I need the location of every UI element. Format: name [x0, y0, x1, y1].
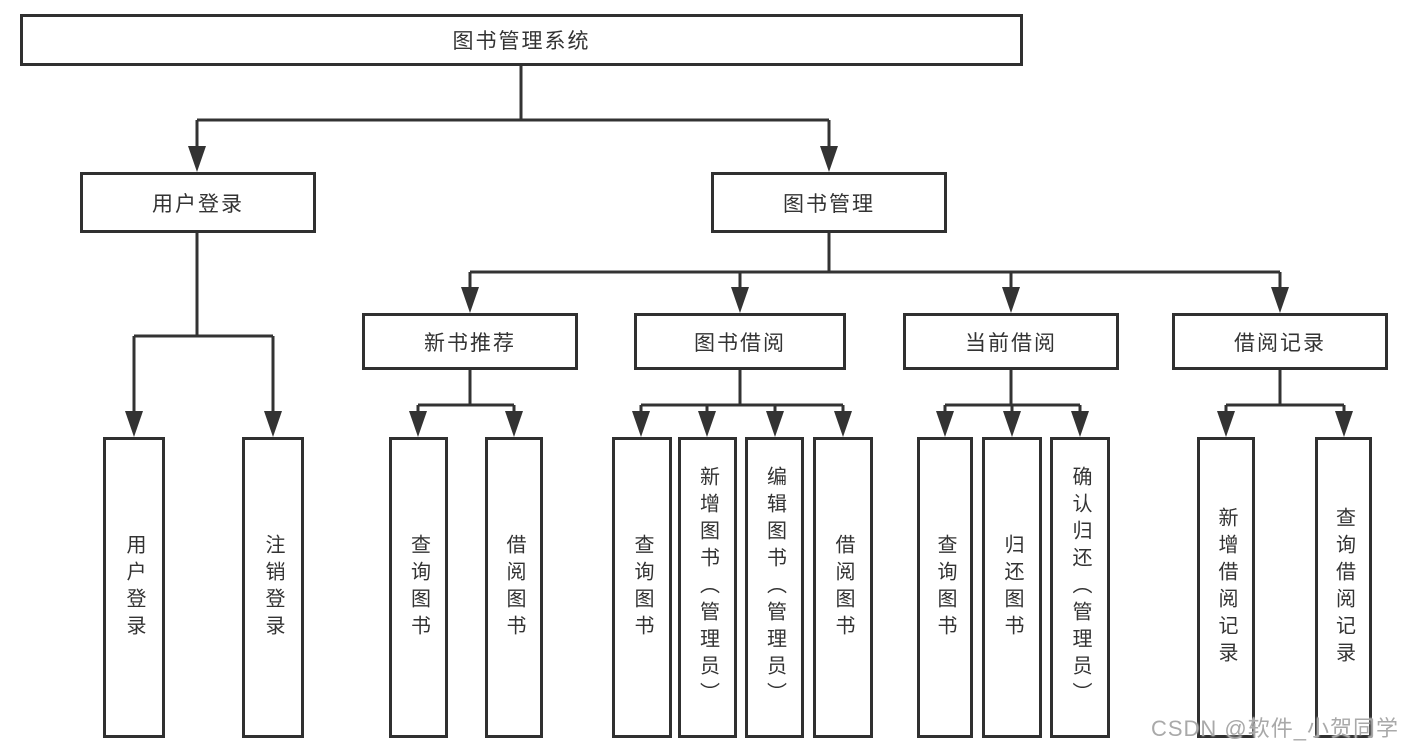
leaf-nbr-query-books-label: 查询图书: [407, 533, 430, 642]
leaf-bb-add-books-label: 新增图书（管理员）: [696, 466, 719, 709]
leaf-user-login: 用户登录: [103, 437, 165, 738]
leaf-cb-return-books: 归还图书: [982, 437, 1042, 738]
leaf-br-query-record: 查询借阅记录: [1315, 437, 1372, 738]
leaf-logout-label: 注销登录: [262, 533, 284, 642]
leaf-br-query-record-label: 查询借阅记录: [1332, 506, 1355, 669]
leaf-nbr-borrow-books-label: 借阅图书: [503, 533, 525, 642]
leaf-cb-return-books-label: 归还图书: [1001, 533, 1023, 642]
node-current-borrow: 当前借阅: [903, 313, 1119, 370]
node-book-borrow: 图书借阅: [634, 313, 846, 370]
leaf-cb-query-books: 查询图书: [917, 437, 973, 738]
node-root-label: 图书管理系统: [452, 30, 591, 53]
node-current-borrow-label: 当前借阅: [965, 331, 1057, 355]
node-user-login: 用户登录: [80, 172, 316, 233]
leaf-nbr-borrow-books: 借阅图书: [485, 437, 543, 738]
node-new-book-recommend: 新书推荐: [362, 313, 578, 370]
arrowheads: [125, 146, 1353, 437]
leaf-bb-edit-books: 编辑图书（管理员）: [745, 437, 804, 738]
node-borrow-records: 借阅记录: [1172, 313, 1388, 370]
leaf-cb-query-books-label: 查询图书: [934, 533, 956, 642]
connector-edges: [132, 66, 1346, 415]
leaf-bb-query-books-label: 查询图书: [631, 533, 653, 642]
leaf-bb-query-books: 查询图书: [612, 437, 672, 738]
leaf-bb-borrow-books-label: 借阅图书: [832, 533, 854, 642]
node-book-management-label: 图书管理: [783, 192, 875, 216]
leaf-cb-confirm-return-label: 确认归还（管理员）: [1069, 466, 1091, 709]
leaf-br-add-record-label: 新增借阅记录: [1215, 506, 1237, 669]
leaf-bb-add-books: 新增图书（管理员）: [678, 437, 737, 738]
leaf-bb-edit-books-label: 编辑图书（管理员）: [763, 466, 786, 709]
leaf-logout: 注销登录: [242, 437, 304, 738]
node-new-book-recommend-label: 新书推荐: [424, 331, 516, 355]
node-book-management: 图书管理: [711, 172, 947, 233]
node-root: 图书管理系统: [20, 14, 1023, 66]
leaf-bb-borrow-books: 借阅图书: [813, 437, 873, 738]
leaf-cb-confirm-return: 确认归还（管理员）: [1050, 437, 1110, 738]
leaf-user-login-label: 用户登录: [123, 533, 145, 642]
leaf-nbr-query-books: 查询图书: [389, 437, 448, 738]
node-user-login-label: 用户登录: [152, 192, 244, 216]
csdn-watermark: CSDN @软件_小贺同学: [1150, 716, 1399, 741]
node-book-borrow-label: 图书借阅: [694, 331, 786, 355]
leaf-br-add-record: 新增借阅记录: [1197, 437, 1255, 738]
node-borrow-records-label: 借阅记录: [1234, 331, 1326, 355]
